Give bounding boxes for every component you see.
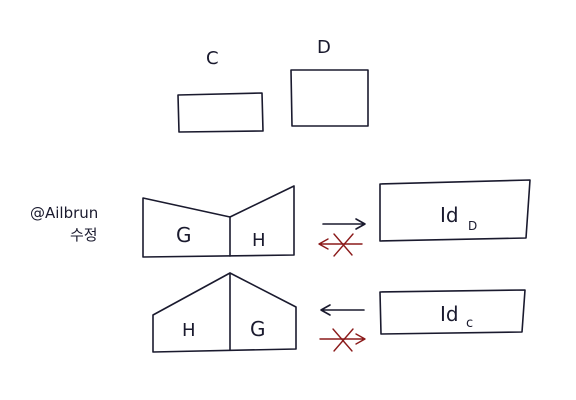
lower-h: H — [182, 320, 196, 341]
arrow-left-lower — [320, 304, 365, 316]
note-text: @Ailbrun — [30, 204, 98, 222]
box-id-d — [379, 179, 531, 242]
cross-mark-upper — [333, 233, 354, 257]
upper-shape — [142, 185, 295, 258]
label-c: C — [206, 48, 219, 69]
arrow-right-upper — [322, 218, 366, 230]
lower-g: G — [250, 317, 266, 341]
box-d — [290, 69, 369, 127]
id-c-main: Id — [440, 302, 459, 326]
id-d-sub: D — [468, 219, 477, 233]
lower-shape — [152, 272, 297, 353]
upper-h: H — [252, 230, 266, 251]
note-suffix: 수정 — [70, 226, 98, 244]
id-d-main: Id — [440, 203, 459, 227]
upper-g: G — [176, 223, 192, 247]
label-d: D — [317, 37, 331, 58]
box-id-c — [379, 289, 526, 335]
arrow-left-crossed — [318, 238, 363, 250]
box-c — [177, 92, 264, 133]
id-c-sub: c — [466, 316, 473, 331]
cross-mark-lower — [332, 328, 354, 352]
